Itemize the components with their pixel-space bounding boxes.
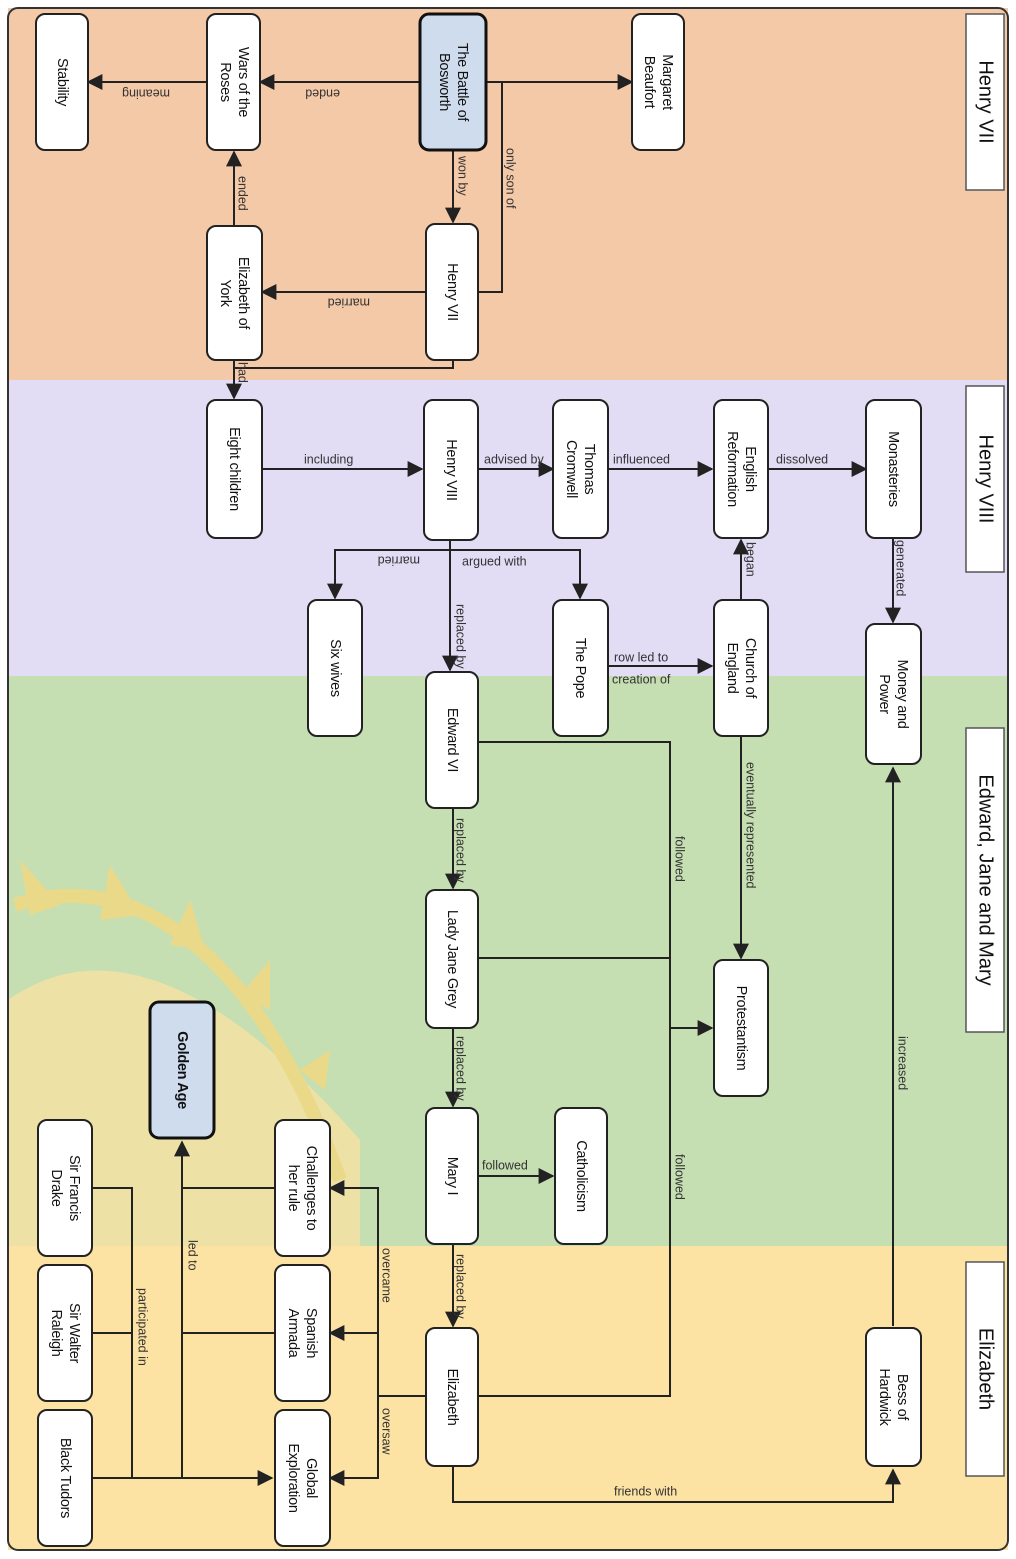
era-label-henry8: Henry VIII <box>966 386 1004 572</box>
label-advised-by: advised by <box>484 452 545 466</box>
label-influenced: influenced <box>613 452 670 466</box>
node-english-reformation[interactable]: EnglishReformation <box>714 400 768 538</box>
svg-text:Lady Jane Grey: Lady Jane Grey <box>444 910 460 1009</box>
svg-text:Monasteries: Monasteries <box>885 431 901 507</box>
node-wars-of-the-roses[interactable]: Wars of theRoses <box>207 14 260 150</box>
label-began: began <box>744 542 758 577</box>
node-church-of-england[interactable]: Church ofEngland <box>714 600 768 736</box>
svg-text:Stability: Stability <box>54 58 70 107</box>
svg-text:Elizabeth: Elizabeth <box>444 1369 460 1426</box>
label-friends-with: friends with <box>614 1484 677 1498</box>
svg-text:Henry VII: Henry VII <box>444 263 460 321</box>
label-replaced-by: replaced by <box>454 604 468 669</box>
node-the-pope[interactable]: The Pope <box>553 600 608 736</box>
node-sir-walter-raleigh[interactable]: Sir WalterRaleigh <box>38 1265 92 1401</box>
label-oversaw: oversaw <box>380 1408 394 1456</box>
node-money-and-power[interactable]: Money andPower <box>866 624 921 764</box>
svg-text:Eight children: Eight children <box>226 427 242 511</box>
svg-text:Catholicism: Catholicism <box>573 1140 589 1212</box>
node-elizabeth-of-york[interactable]: Elizabeth ofYork <box>207 226 262 360</box>
label-followed3: followed <box>673 1154 687 1200</box>
svg-text:Mary I: Mary I <box>444 1157 460 1195</box>
label-had: had <box>236 362 250 383</box>
label-argued-with: argued with <box>462 554 527 568</box>
label-only-son-of: only son of <box>504 148 518 209</box>
svg-text:Black Tudors: Black Tudors <box>57 1438 73 1518</box>
label-creation-of: creation of <box>612 672 671 686</box>
label-generated: generated <box>894 540 908 596</box>
label-ended2: ended <box>236 176 250 211</box>
node-bess-of-hardwick[interactable]: Bess ofHardwick <box>866 1328 921 1466</box>
node-elizabeth[interactable]: Elizabeth <box>426 1328 478 1466</box>
svg-text:The Pope: The Pope <box>572 638 588 699</box>
node-stability[interactable]: Stability <box>36 14 88 150</box>
label-row-led-to: row led to <box>614 650 668 664</box>
label-married: married <box>328 296 370 310</box>
node-eight-children[interactable]: Eight children <box>207 400 262 538</box>
label-won-by: won by <box>456 155 470 196</box>
node-mary-i[interactable]: Mary I <box>426 1108 478 1244</box>
label-replaced-by3: replaced by <box>454 1036 468 1101</box>
label-married2: married <box>378 554 420 568</box>
node-battle-of-bosworth[interactable]: The Battle ofBosworth <box>420 14 486 150</box>
node-protestantism[interactable]: Protestantism <box>714 960 768 1096</box>
label-meaning: meaning <box>122 87 170 101</box>
label-including: including <box>304 452 353 466</box>
node-six-wives[interactable]: Six wives <box>308 600 362 736</box>
era-label-ejm: Edward, Jane and Mary <box>966 728 1004 1032</box>
svg-text:Elizabeth: Elizabeth <box>975 1328 997 1410</box>
svg-text:Protestantism: Protestantism <box>733 986 749 1071</box>
node-challenges-to-her-rule[interactable]: Challenges toher rule <box>275 1120 330 1256</box>
svg-text:Henry VIII: Henry VIII <box>975 435 997 524</box>
node-black-tudors[interactable]: Black Tudors <box>38 1410 92 1546</box>
svg-text:Edward, Jane and Mary: Edward, Jane and Mary <box>975 774 997 985</box>
label-dissolved: dissolved <box>776 452 828 466</box>
label-increased: increased <box>896 1036 910 1090</box>
label-overcame: overcame <box>380 1248 394 1303</box>
label-participated-in: participated in <box>136 1288 150 1366</box>
node-spanish-armada[interactable]: SpanishArmada <box>275 1265 330 1401</box>
era-label-henry7: Henry VII <box>966 14 1004 190</box>
svg-text:Edward VI: Edward VI <box>444 708 460 772</box>
node-henry-viii[interactable]: Henry VIII <box>424 400 478 540</box>
svg-text:Henry VIII: Henry VIII <box>443 439 459 500</box>
label-followed: followed <box>673 836 687 882</box>
era-band-henry8 <box>8 380 1008 676</box>
era-band-elizabeth <box>8 1246 1008 1550</box>
node-edward-vi[interactable]: Edward VI <box>426 672 478 808</box>
label-ended: ended <box>305 87 340 101</box>
node-golden-age[interactable]: Golden Age <box>150 1002 214 1138</box>
node-lady-jane-grey[interactable]: Lady Jane Grey <box>426 890 478 1028</box>
svg-text:Golden Age: Golden Age <box>174 1031 190 1109</box>
label-replaced-by4: replaced by <box>454 1254 468 1319</box>
node-henry-vii[interactable]: Henry VII <box>426 224 478 360</box>
label-eventually-represented: eventually represented <box>744 762 758 889</box>
svg-text:Henry VII: Henry VII <box>975 60 997 143</box>
node-margaret-beaufort[interactable]: MargaretBeaufort <box>632 14 684 150</box>
era-label-elizabeth: Elizabeth <box>966 1262 1004 1476</box>
node-monasteries[interactable]: Monasteries <box>866 400 921 538</box>
node-sir-francis-drake[interactable]: Sir FrancisDrake <box>38 1120 92 1256</box>
label-led-to: led to <box>186 1240 200 1271</box>
label-replaced-by2: replaced by <box>454 818 468 883</box>
label-followed2: followed <box>482 1158 528 1172</box>
node-thomas-cromwell[interactable]: ThomasCromwell <box>553 400 608 538</box>
node-global-exploration[interactable]: GlobalExploration <box>275 1410 330 1546</box>
svg-text:Six wives: Six wives <box>327 639 343 697</box>
node-catholicism[interactable]: Catholicism <box>555 1108 607 1244</box>
